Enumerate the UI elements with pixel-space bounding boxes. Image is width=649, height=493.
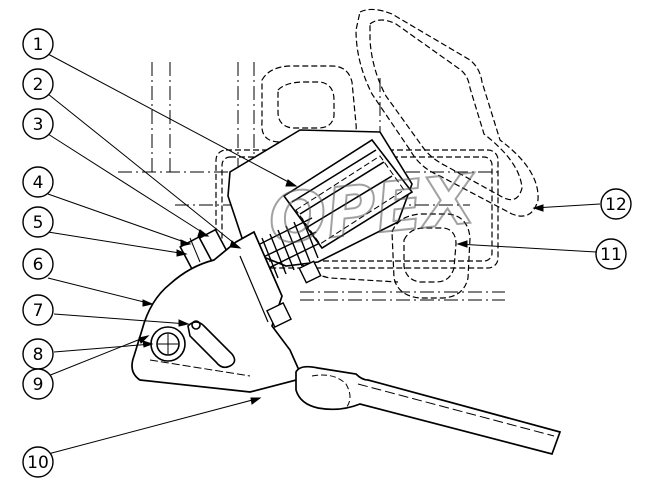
svg-text:1: 1 bbox=[33, 35, 44, 55]
callout-11: 11 bbox=[595, 238, 627, 270]
svg-text:3: 3 bbox=[33, 115, 44, 135]
svg-text:11: 11 bbox=[600, 245, 622, 265]
pivot-pin bbox=[150, 326, 186, 362]
coupler-body bbox=[227, 129, 414, 267]
svg-text:4: 4 bbox=[33, 173, 44, 193]
handle bbox=[295, 365, 562, 456]
callout-5: 5 bbox=[22, 206, 54, 238]
phantom-frame bbox=[118, 62, 505, 301]
callout-7: 7 bbox=[22, 294, 54, 326]
callout-4: 4 bbox=[22, 166, 54, 198]
callout-9: 9 bbox=[22, 368, 54, 400]
callout-10: 10 bbox=[22, 446, 54, 478]
callout-3: 3 bbox=[22, 108, 54, 140]
svg-text:10: 10 bbox=[27, 453, 49, 473]
svg-text:7: 7 bbox=[33, 301, 44, 321]
svg-text:8: 8 bbox=[33, 345, 44, 365]
svg-text:9: 9 bbox=[33, 375, 44, 395]
locking-slot bbox=[187, 320, 236, 369]
callout-12: 12 bbox=[600, 188, 632, 220]
svg-text:12: 12 bbox=[605, 195, 627, 215]
callout-1: 1 bbox=[22, 28, 54, 60]
svg-text:5: 5 bbox=[33, 213, 44, 233]
leader-lines bbox=[47, 53, 601, 455]
stop-block bbox=[266, 260, 322, 328]
svg-text:6: 6 bbox=[33, 255, 44, 275]
callout-6: 6 bbox=[22, 248, 54, 280]
callout-2: 2 bbox=[22, 68, 54, 100]
svg-text:2: 2 bbox=[33, 75, 44, 95]
callout-8: 8 bbox=[22, 338, 54, 370]
